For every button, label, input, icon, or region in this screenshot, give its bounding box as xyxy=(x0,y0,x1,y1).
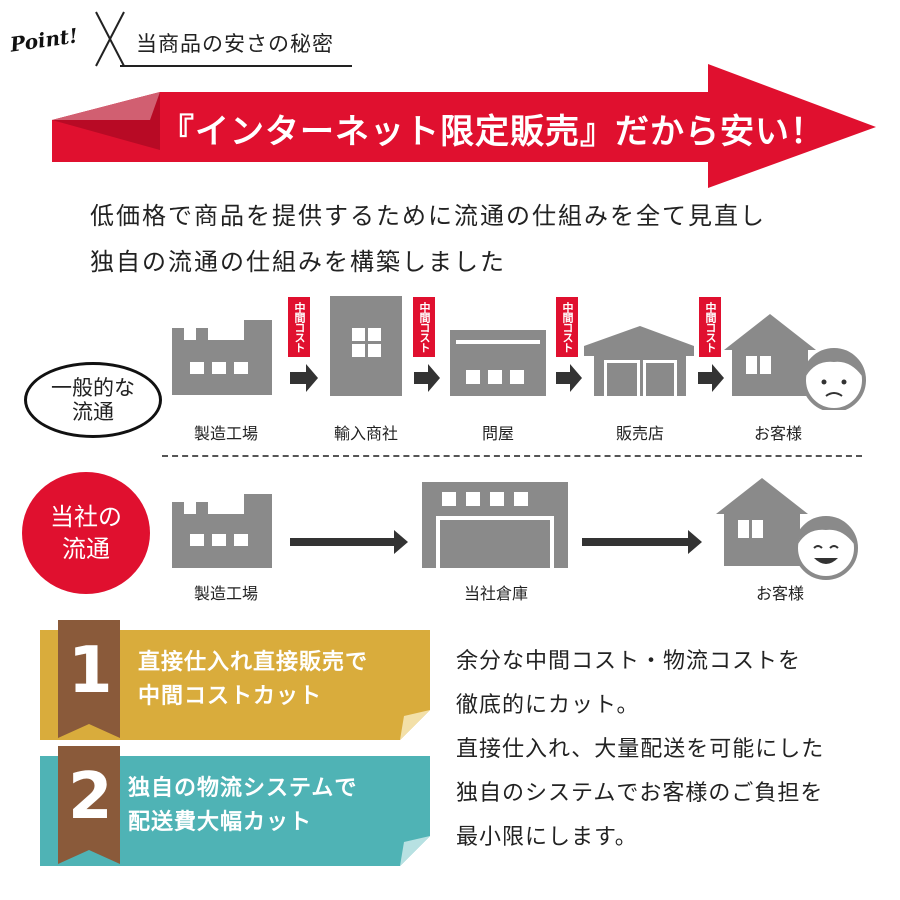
description-line-1: 余分な中間コスト・物流コストを xyxy=(456,649,802,674)
retail-store-icon xyxy=(584,326,694,396)
customer-face-icon xyxy=(794,516,858,580)
flow-divider xyxy=(162,455,862,457)
banner-arrow xyxy=(52,64,876,188)
wholesaler-icon xyxy=(450,330,546,396)
our-step-factory: 製造工場 xyxy=(193,584,258,603)
header-decoration xyxy=(95,11,352,67)
our-step-warehouse: 当社倉庫 xyxy=(463,584,528,603)
description-line-3: 直接仕入れ、大量配送を可能にした xyxy=(456,737,825,762)
warehouse-icon xyxy=(422,482,568,568)
our-step-customer: お客様 xyxy=(755,584,804,603)
house-icon xyxy=(724,314,816,396)
general-flow-label-line-1: 一般的な xyxy=(51,376,135,400)
general-flow-label: 一般的な 流通 xyxy=(24,362,162,438)
header-title: 当商品の安さの秘密 xyxy=(136,32,334,56)
description-line-2: 徹底的にカット。 xyxy=(456,693,640,718)
badge-2-number: 2 xyxy=(68,760,113,834)
description-line-5: 最小限にします。 xyxy=(456,825,638,850)
general-flow-icons xyxy=(172,296,866,410)
house-icon xyxy=(716,478,808,566)
intermediate-cost-tag-2: 中間コスト xyxy=(413,297,435,357)
our-flow-icons xyxy=(172,478,858,580)
general-flow-label-line-2: 流通 xyxy=(72,400,114,424)
factory-icon xyxy=(172,320,272,395)
our-flow-label: 当社の 流通 xyxy=(22,472,150,594)
intermediate-cost-tag-1: 中間コスト xyxy=(288,297,310,357)
factory-icon xyxy=(172,494,272,568)
our-flow-label-line-1: 当社の xyxy=(50,503,122,531)
badge-1-number: 1 xyxy=(68,634,113,708)
general-step-factory: 製造工場 xyxy=(193,424,258,443)
badge-2-line-1: 独自の物流システムで xyxy=(128,776,358,801)
general-step-wholesaler: 問屋 xyxy=(481,424,514,443)
description: 余分な中間コスト・物流コストを 徹底的にカット。 直接仕入れ、大量配送を可能にし… xyxy=(456,640,824,860)
general-step-importer: 輸入商社 xyxy=(333,424,398,443)
banner-text: 『インターネット限定販売』だから安い！ xyxy=(160,112,825,152)
intermediate-cost-tag-3: 中間コスト xyxy=(556,297,578,357)
badge-1-line-1: 直接仕入れ直接販売で xyxy=(138,650,369,675)
badges-background xyxy=(40,620,430,866)
our-flow-label-line-2: 流通 xyxy=(62,535,110,563)
office-building-icon xyxy=(330,296,402,396)
badge-1-line-2: 中間コストカット xyxy=(138,684,323,709)
general-step-retailer: 販売店 xyxy=(615,424,664,443)
badge-2-line-2: 配送費大幅カット xyxy=(128,810,313,835)
intro-line-1: 低価格で商品を提供するために流通の仕組みを全て見直し xyxy=(90,202,766,230)
description-line-4: 独自のシステムでお客様のご負担を xyxy=(456,781,824,806)
intro-line-2: 独自の流通の仕組みを構築しました xyxy=(90,248,506,276)
general-step-customer: お客様 xyxy=(753,424,802,443)
customer-face-icon xyxy=(802,348,866,410)
intermediate-cost-tag-4: 中間コスト xyxy=(699,297,721,357)
